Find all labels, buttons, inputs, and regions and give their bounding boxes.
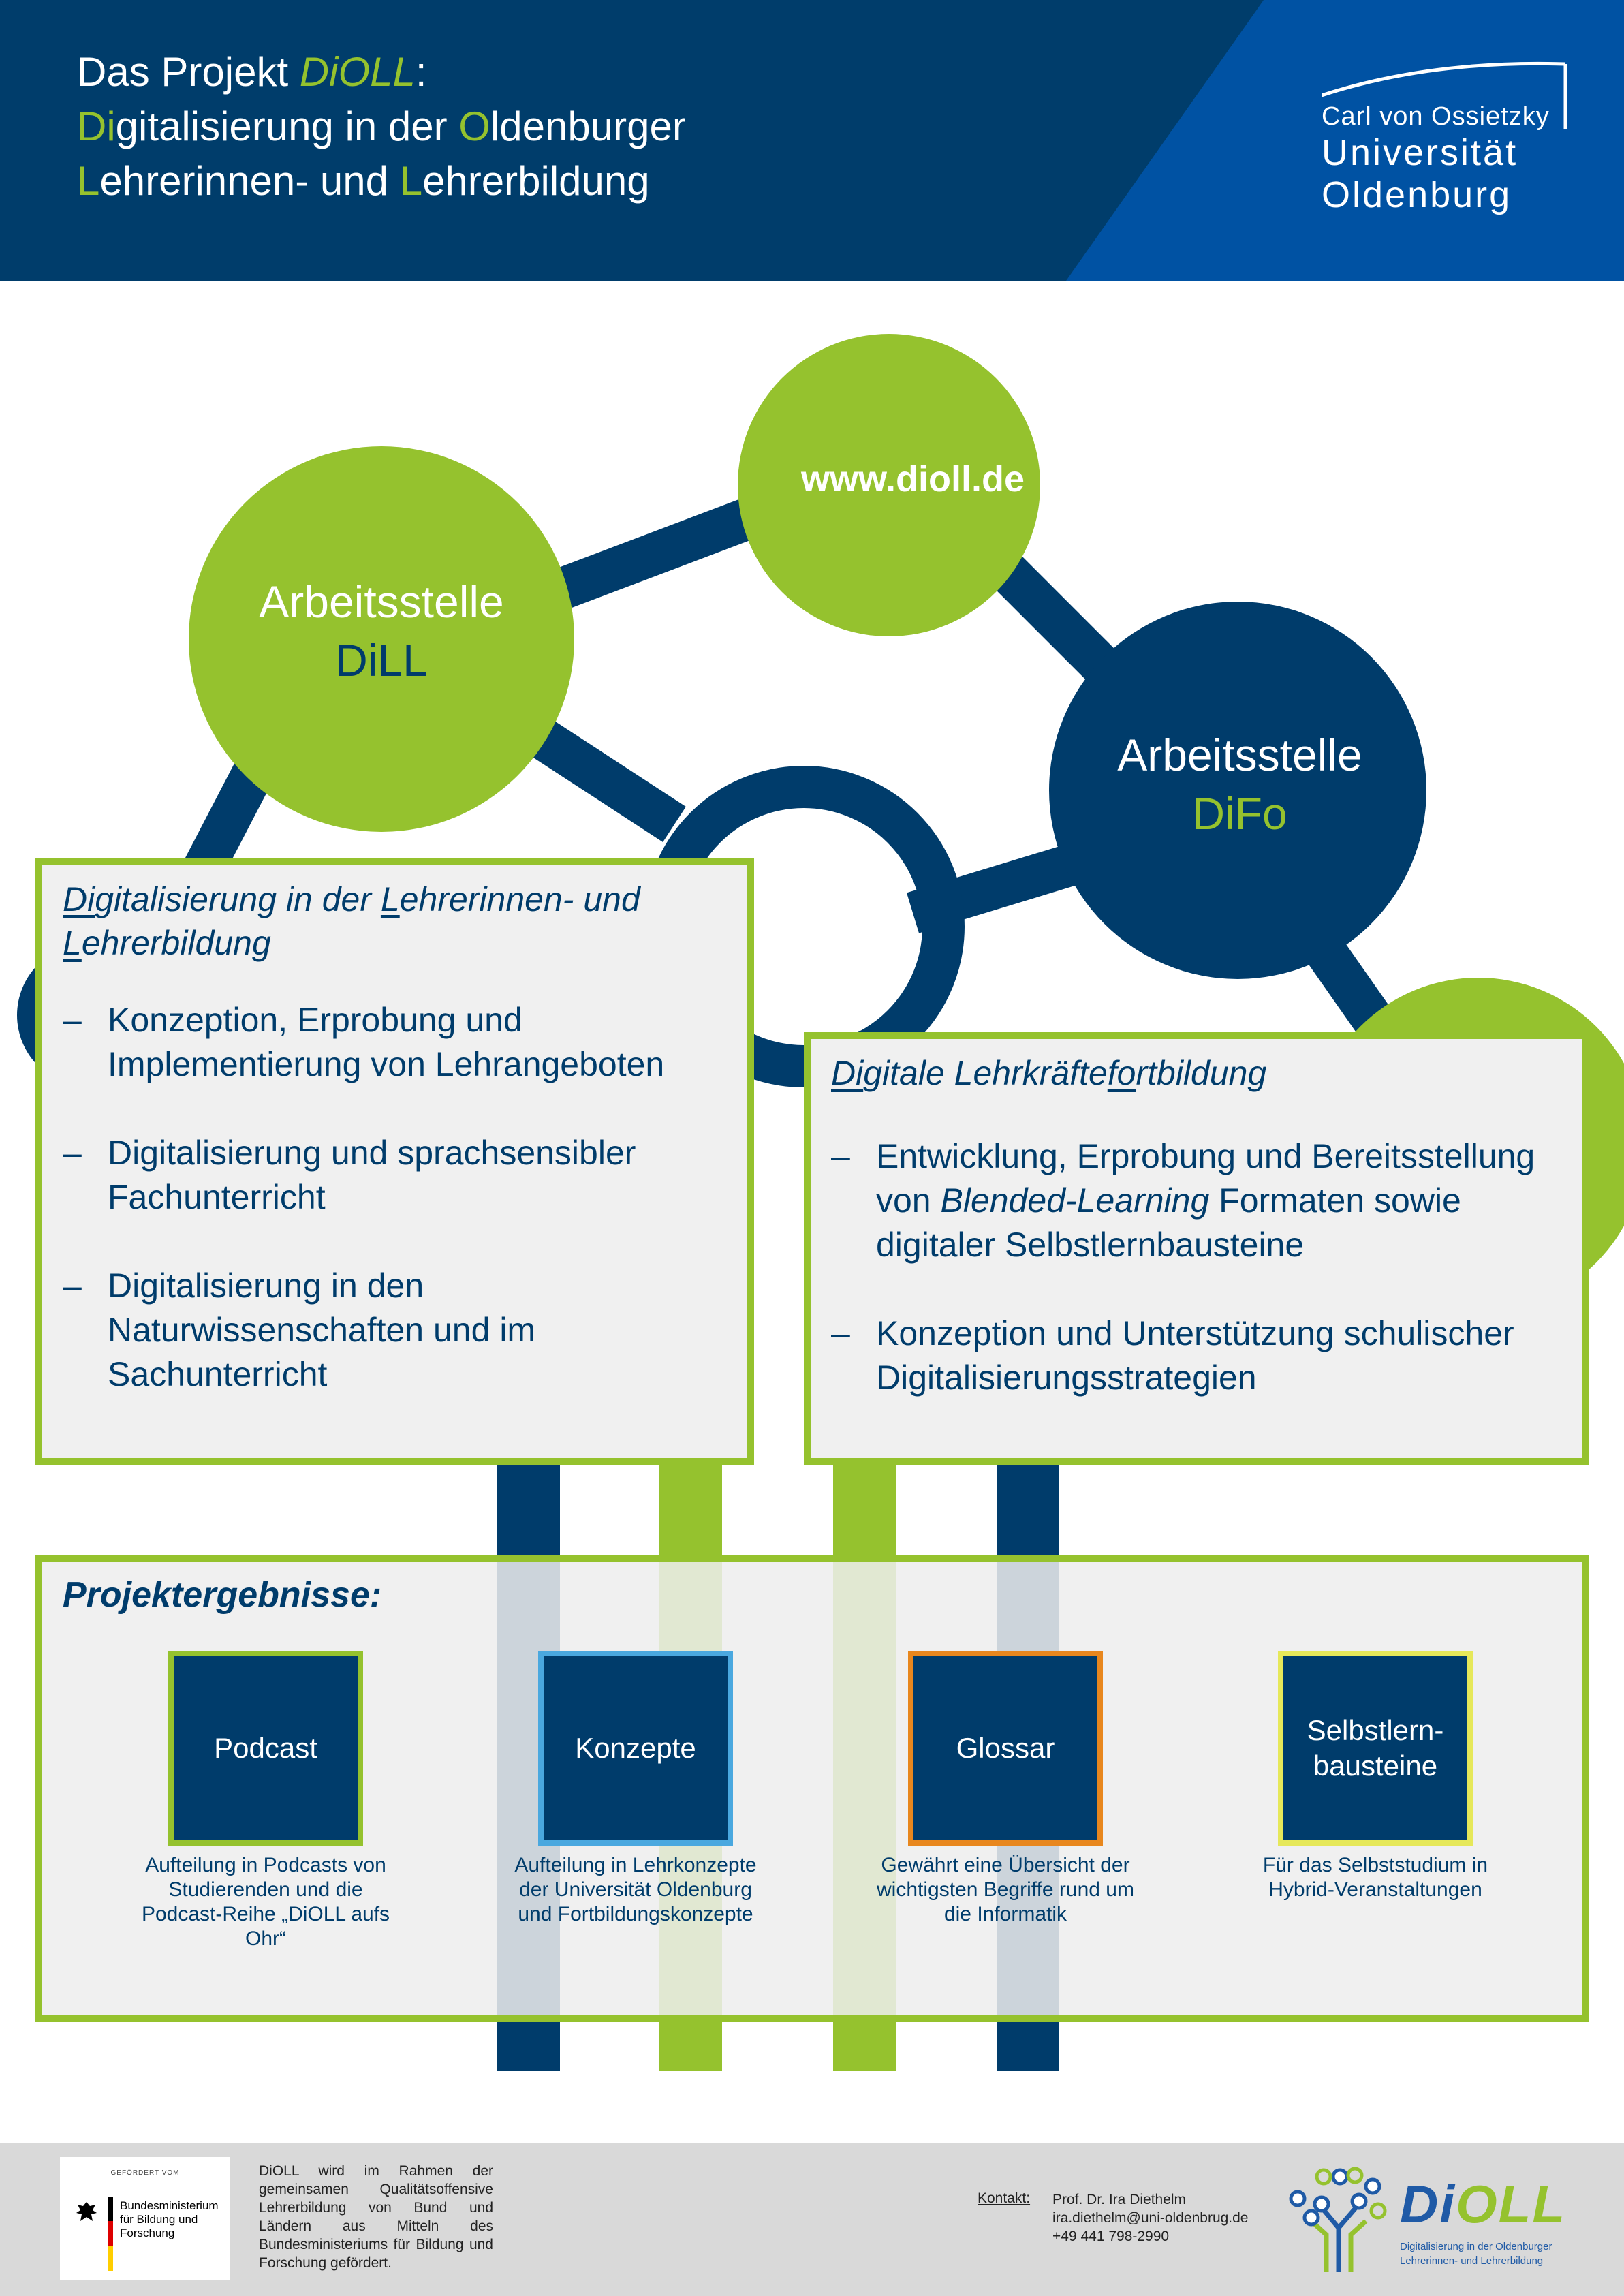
result-description: Gewährt eine Übersicht der wichtigsten B… bbox=[877, 1854, 1134, 1925]
difo-bullet-list: Entwicklung, Erprobung und Bereitsstellu… bbox=[831, 1134, 1580, 1444]
dioll-tree-icon bbox=[1289, 2167, 1387, 2272]
title-highlight-letter: L bbox=[399, 158, 423, 204]
difo-subtitle: DiFo bbox=[1192, 788, 1287, 839]
dill-title: Arbeitsstelle bbox=[259, 576, 504, 627]
contact-info: Prof. Dr. Ira Diethelm ira.diethelm@uni-… bbox=[1052, 2190, 1249, 2246]
university-name-line-2: Universität bbox=[1322, 132, 1518, 173]
difo-box-title: Digitale Lehrkräftefortbildung bbox=[831, 1054, 1267, 1092]
bmbf-ministry-name: Bundesministerium für Bildung und Forsch… bbox=[120, 2199, 219, 2239]
contact-name: Prof. Dr. Ira Diethelm bbox=[1052, 2192, 1187, 2207]
difo-title: Arbeitsstelle bbox=[1117, 730, 1362, 780]
title-line-2: Digitalisierung in der Oldenburger bbox=[77, 99, 963, 154]
dioll-tagline: Digitalisierung in der Oldenburger Lehre… bbox=[1400, 2241, 1552, 2267]
contact-phone[interactable]: +49 441 798-2990 bbox=[1052, 2229, 1170, 2244]
result-tile-selbstlernbausteine[interactable]: Selbstlern- bausteine bbox=[1278, 1651, 1473, 1846]
contact-label: Kontakt: bbox=[978, 2190, 1031, 2206]
bullet-item: Konzeption, Erprobung und Implementierun… bbox=[63, 998, 744, 1087]
federal-eagle-icon bbox=[76, 2202, 97, 2221]
dill-bullet-list: Konzeption, Erprobung und Implementierun… bbox=[63, 998, 744, 1441]
website-link[interactable]: www.dioll.de bbox=[800, 459, 1025, 499]
title-project-name: DiOLL bbox=[299, 49, 416, 95]
poster-title: Das Projekt DiOLL: Digitalisierung in de… bbox=[77, 45, 963, 208]
bullet-item: Konzeption und Unterstützung schulischer… bbox=[831, 1312, 1580, 1400]
bullet-item: Entwicklung, Erprobung und Bereitsstellu… bbox=[831, 1134, 1580, 1267]
difo-label: Arbeitsstelle DiFo bbox=[1049, 726, 1431, 843]
dioll-wordmark: DiOLL bbox=[1400, 2174, 1566, 2234]
dill-subtitle: DiLL bbox=[335, 635, 428, 685]
dill-box-title: Digitalisierung in der Lehrerinnen- und … bbox=[63, 880, 640, 962]
dill-info-box: Digitalisierung in der Lehrerinnen- und … bbox=[35, 858, 754, 1465]
university-logo: Carl von Ossietzky Universität Oldenburg bbox=[1322, 55, 1580, 232]
header-banner bbox=[0, 0, 1624, 281]
title-line-3: Lehrerinnen- und Lehrerbildung bbox=[77, 154, 963, 208]
bullet-item: Digitalisierung in den Naturwissenschaft… bbox=[63, 1264, 744, 1397]
dill-label: Arbeitsstelle DiLL bbox=[218, 572, 545, 689]
result-tile-podcast[interactable]: Podcast bbox=[168, 1651, 363, 1846]
circle-difo bbox=[1049, 602, 1426, 979]
funding-note: DiOLL wird im Rahmen der gemeinsamen Qua… bbox=[259, 2163, 493, 2271]
difo-info-box: Digitale Lehrkräftefortbildung Entwicklu… bbox=[804, 1032, 1589, 1465]
circle-dill bbox=[189, 446, 574, 832]
title-line-1: Das Projekt DiOLL: bbox=[77, 49, 427, 95]
german-flag-icon bbox=[108, 2197, 113, 2271]
bmbf-funded-by: GEFÖRDERT VOM bbox=[110, 2169, 180, 2177]
circle-website bbox=[738, 334, 1040, 636]
title-text: ehrerinnen- und bbox=[99, 158, 400, 204]
title-highlight-letter: O bbox=[458, 104, 490, 149]
university-name-line-3: Oldenburg bbox=[1322, 174, 1512, 215]
title-text: ehrerbildung bbox=[422, 158, 650, 204]
logo-arc bbox=[1322, 61, 1567, 129]
result-description: Für das Selbststudium in Hybrid-Veransta… bbox=[1262, 1854, 1488, 1901]
title-text: gitalisierung in der bbox=[115, 104, 459, 149]
title-text: ldenburger bbox=[490, 104, 686, 149]
result-tile-glossar[interactable]: Glossar bbox=[908, 1651, 1103, 1846]
result-description: Aufteilung in Podcasts von Studierenden … bbox=[141, 1854, 390, 1950]
result-tile-konzepte[interactable]: Konzepte bbox=[538, 1651, 733, 1846]
university-name-line-1: Carl von Ossietzky bbox=[1322, 102, 1550, 131]
bmbf-logo: GEFÖRDERT VOM Bundesministerium für Bild… bbox=[60, 2157, 230, 2280]
results-title: Projektergebnisse: bbox=[63, 1575, 382, 1615]
result-description: Aufteilung in Lehrkonzepte der Universit… bbox=[514, 1854, 757, 1925]
title-highlight-letter: Di bbox=[77, 104, 116, 149]
title-highlight-letter: L bbox=[77, 158, 100, 204]
bullet-item: Digitalisierung und sprachsensibler Fach… bbox=[63, 1131, 744, 1220]
contact-email[interactable]: ira.diethelm@uni-oldenbrug.de bbox=[1052, 2210, 1249, 2226]
